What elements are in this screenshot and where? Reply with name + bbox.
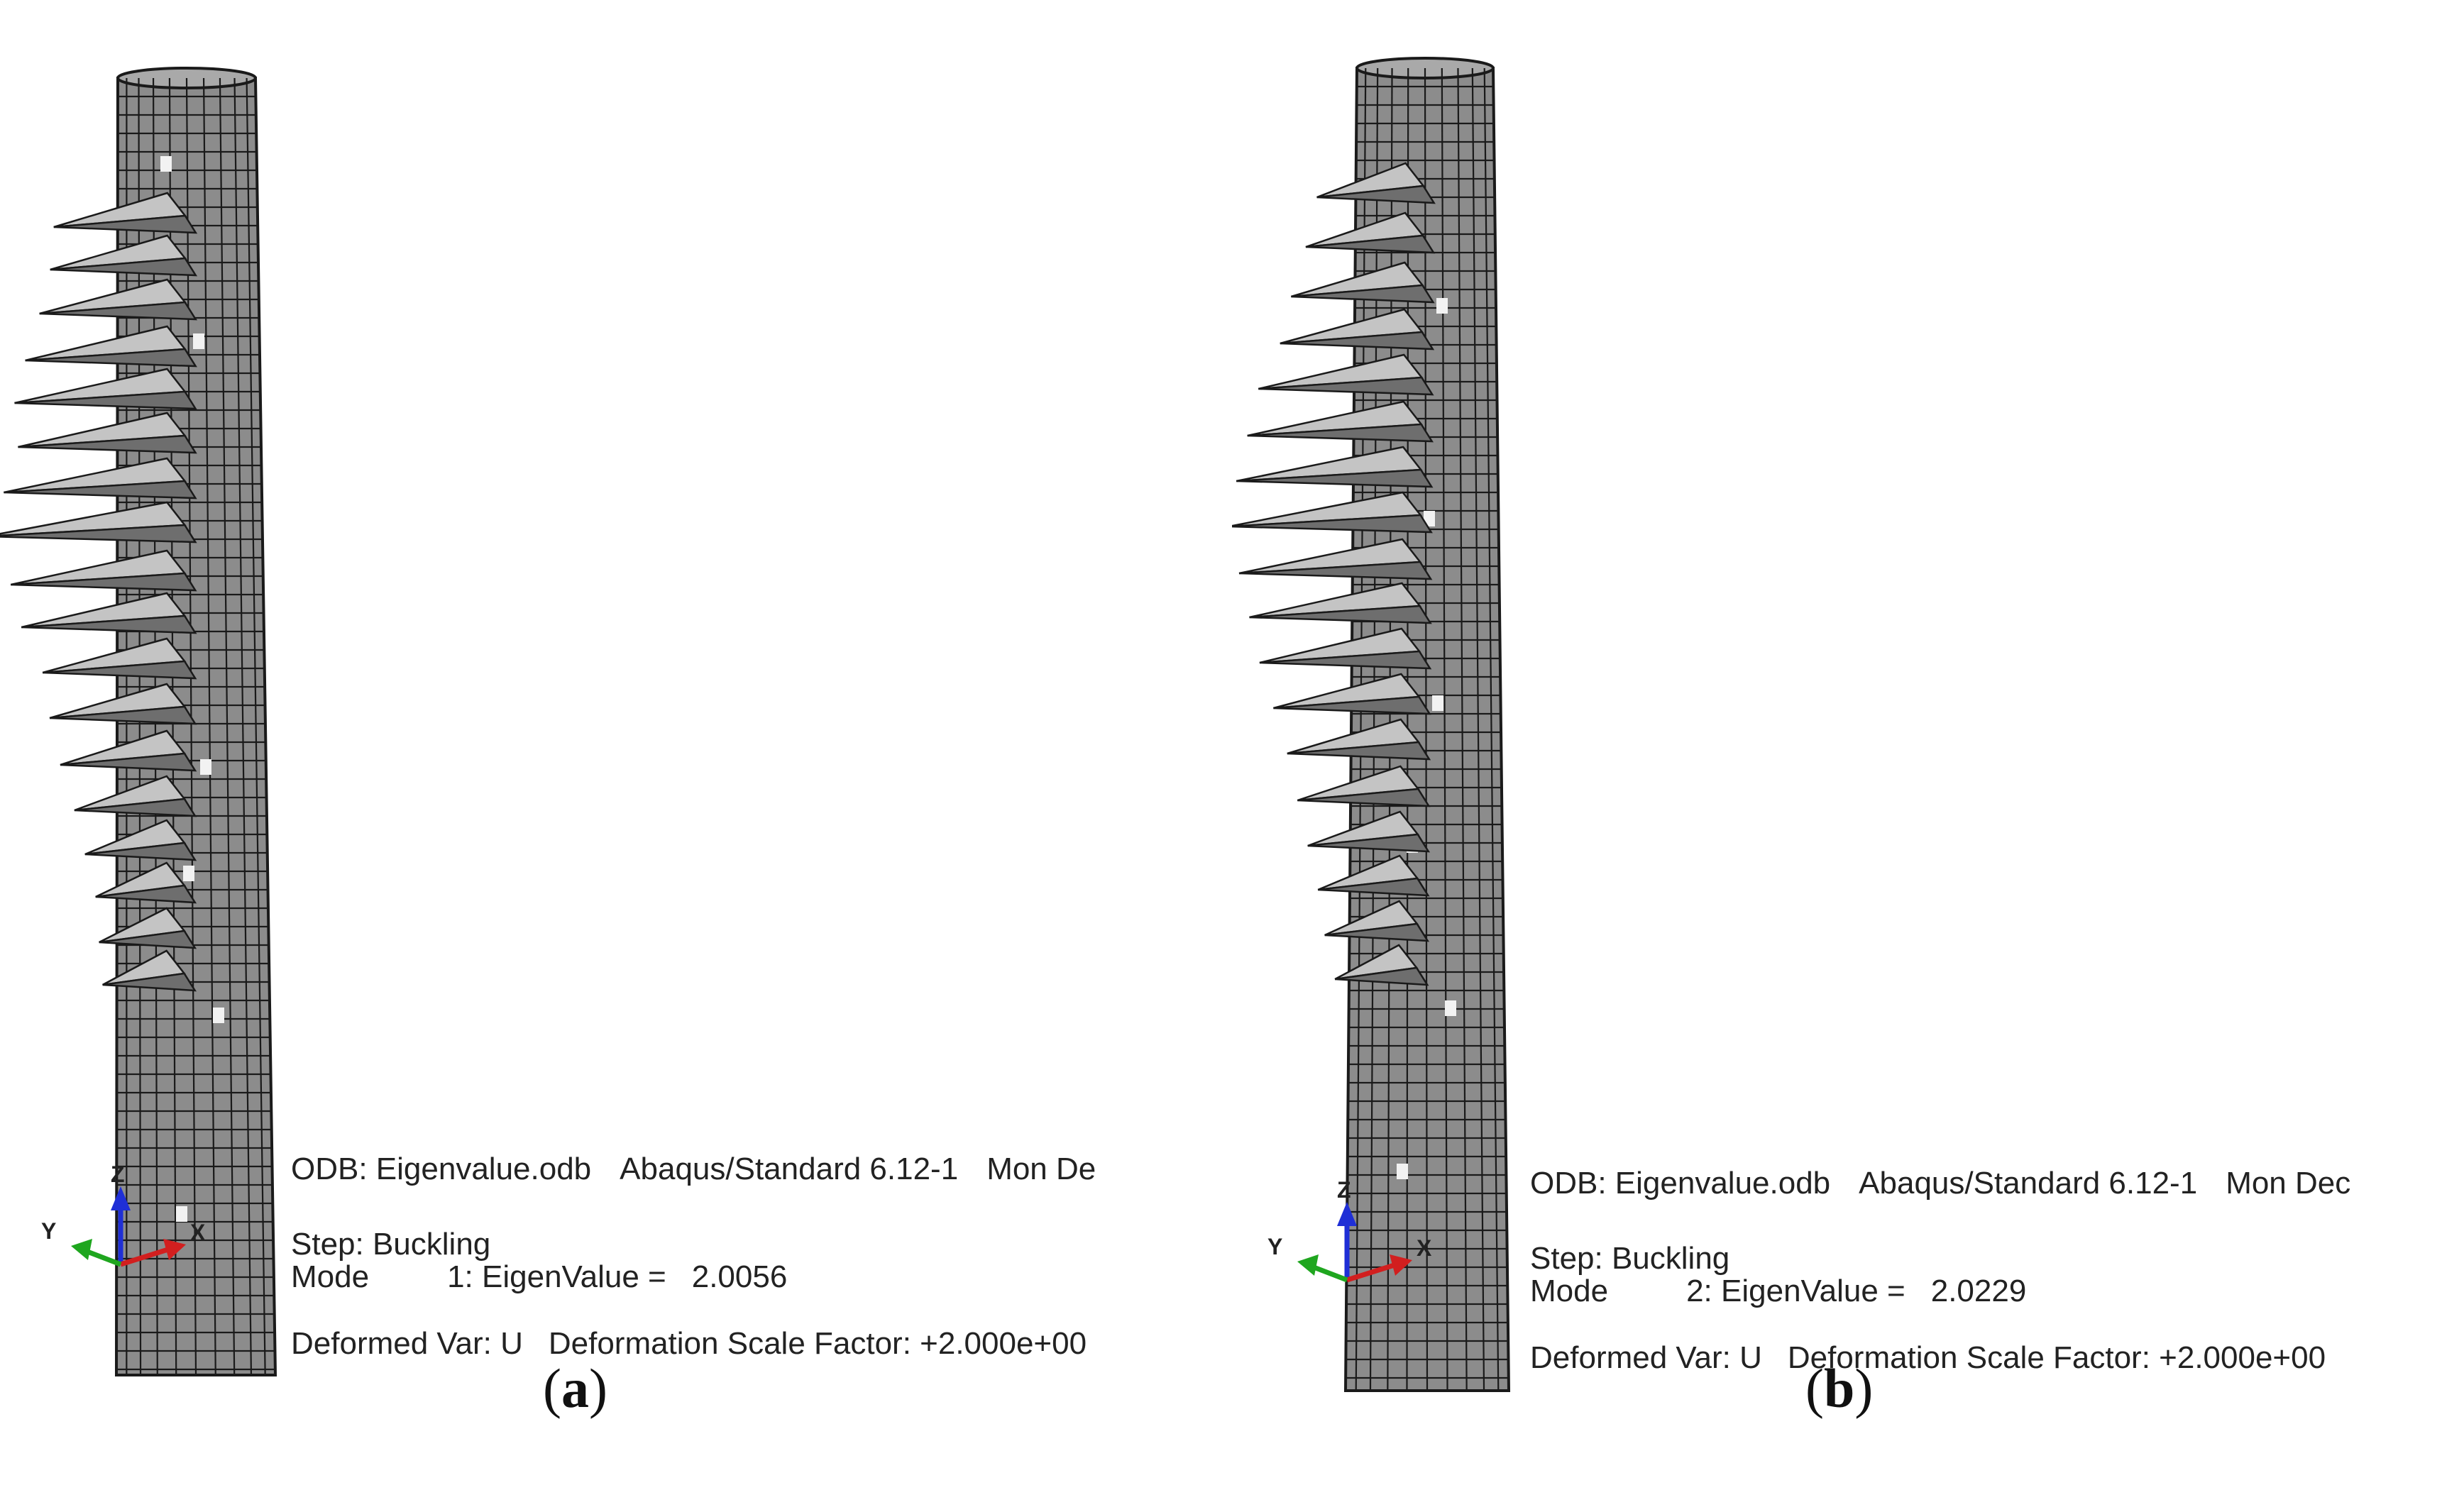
mesh-tube [1232, 57, 1511, 1392]
mode-label: Mode [291, 1259, 370, 1294]
axis-z-label: Z [1337, 1177, 1351, 1203]
axis-x-label: X [1417, 1235, 1432, 1261]
deformation-scale: Deformation Scale Factor: +2.000e+00 [548, 1326, 1087, 1361]
axis-y-label: Y [41, 1218, 56, 1244]
panel-a: Z X Y ODB: Eigenvalue.odb Abaqus/Standard 6… [0, 67, 1096, 1419]
mode-index: 2: EigenValue = [1686, 1274, 1905, 1308]
axis-triad: Z X Y [1267, 1177, 1432, 1283]
axis-x [119, 1246, 172, 1267]
buckling-waves [0, 192, 198, 992]
axis-x [1346, 1262, 1398, 1283]
odb-name: ODB: Eigenvalue.odb [1530, 1166, 1831, 1201]
mode-index: 1: EigenValue = [447, 1259, 666, 1294]
deformation-scale: Deformation Scale Factor: +2.000e+00 [1787, 1340, 2326, 1375]
run-date: Mon Dec [2226, 1166, 2351, 1201]
axis-x-label: X [190, 1220, 206, 1245]
axis-y-label: Y [1267, 1234, 1282, 1259]
mesh-highlights [160, 156, 224, 1222]
buckling-mode-2-view: Z X Y [1232, 57, 1511, 1392]
buckling-mode-1-view: Z X Y [0, 67, 277, 1376]
caption-b: (b) [1805, 1357, 1874, 1419]
solver-version: Abaqus/Standard 6.12-1 [620, 1152, 959, 1186]
eigenvalue: 2.0229 [1930, 1274, 2027, 1308]
odb-name: ODB: Eigenvalue.odb [291, 1152, 592, 1186]
axis-y [82, 1247, 122, 1267]
step-line: Step: Buckling [291, 1227, 491, 1262]
run-date: Mon De [986, 1152, 1096, 1186]
step-line: Step: Buckling [1530, 1241, 1730, 1276]
axis-z-label: Z [111, 1161, 125, 1187]
panel-b: Z X Y ODB: Eigenvalue.odb Abaqus/Standard 6… [1232, 0, 2464, 1490]
solver-version: Abaqus/Standard 6.12-1 [1859, 1166, 2198, 1201]
deformed-var: Deformed Var: U [291, 1326, 523, 1361]
mode-label: Mode [1530, 1274, 1609, 1308]
caption-a: (a) [543, 1357, 607, 1419]
deformed-var: Deformed Var: U [1530, 1340, 1762, 1375]
buckling-waves [1232, 162, 1436, 986]
axis-y [1309, 1263, 1348, 1283]
axis-triad: Z X Y [41, 1161, 206, 1267]
eigenvalue: 2.0056 [691, 1259, 788, 1294]
mesh-tube [0, 67, 277, 1376]
